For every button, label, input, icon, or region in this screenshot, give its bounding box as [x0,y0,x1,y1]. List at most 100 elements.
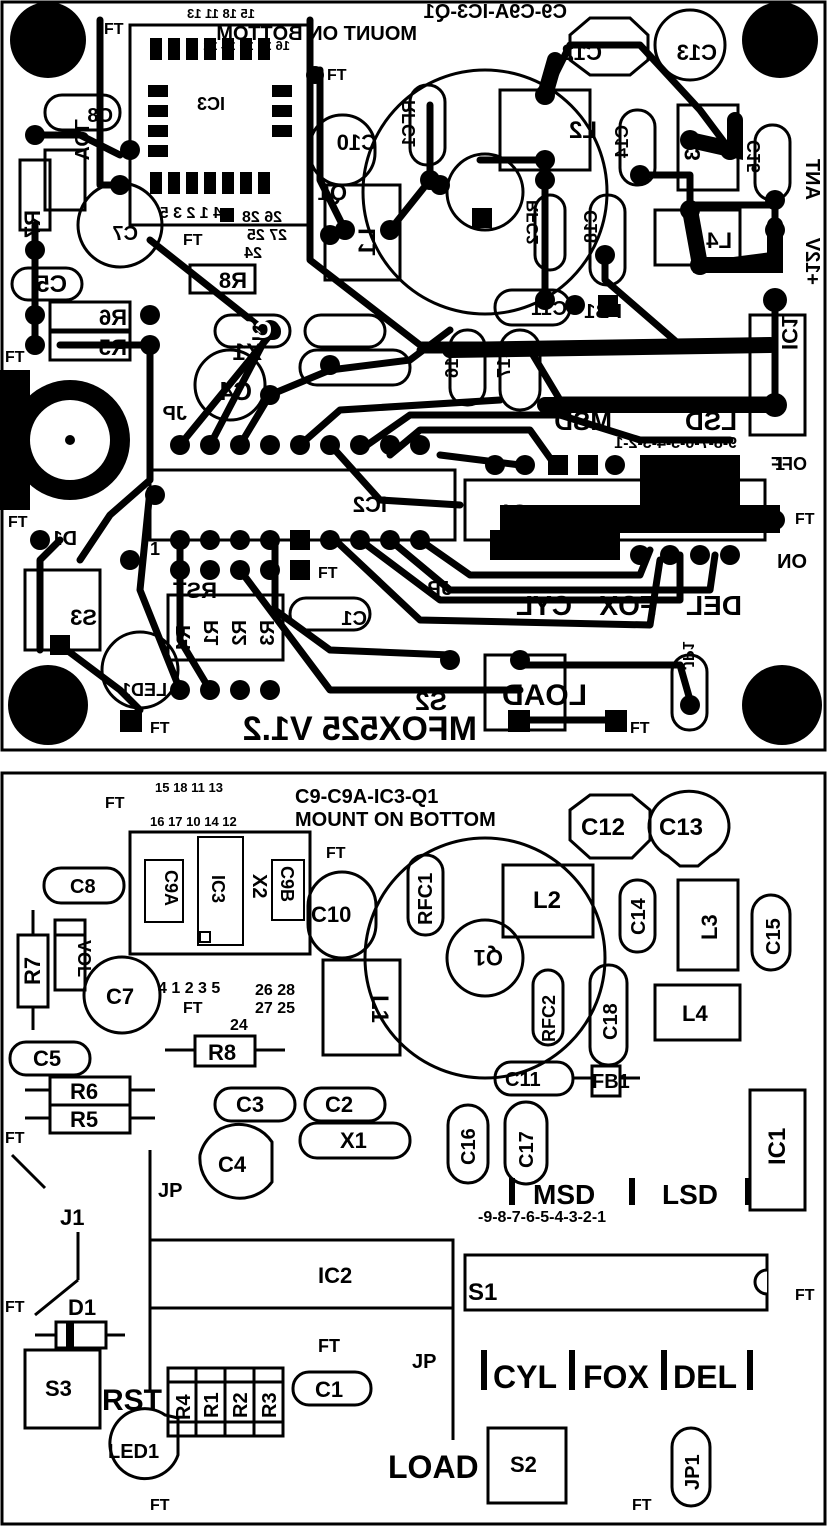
on-label-mirrored: ON [777,551,807,573]
pad [272,105,292,117]
rfc2-label-mirrored: RFC2 [523,200,542,244]
ic1-outline-copper [748,313,807,437]
off-label-mirrored: OFF [771,454,807,474]
fox-label-mirrored: FOX [599,590,657,621]
c5-outline [8,1040,92,1077]
ft-marker-4: FT [795,1287,815,1304]
resistor-bank: R4 R1 R2 R3 [166,1366,285,1438]
rst-label-mirrored: RST [172,578,217,603]
q1-body [445,918,525,998]
c15-outline [750,893,792,972]
c1-label: C1 [315,1377,343,1402]
c9a-label: C9A [161,870,181,906]
pad [320,530,340,550]
pad [680,130,700,150]
copper-board-outline [0,0,827,752]
c2-label: C2 [325,1092,353,1117]
rfc1-outline [406,853,445,937]
s1-label-mirrored: S1 [500,500,527,525]
pad [170,680,190,700]
ft-marker-copper-6: FT [318,565,338,582]
s3-outline [23,1348,102,1430]
c4-label: C4 [218,1152,247,1177]
ft-marker-3: FT [183,1000,203,1017]
c12-label: C12 [581,814,625,841]
pad [260,435,280,455]
c10-outline [306,870,378,960]
ic3-area-copper [128,23,312,227]
pins-b-label: 26 28 [255,982,295,999]
silk-board-outline [0,771,827,1526]
pad [220,208,234,222]
j1-line-top [10,1153,47,1190]
d1-label-mirrored: D1 [51,528,77,550]
pad [25,335,45,355]
r3-label-mirrored: R3 [257,620,279,646]
x1-outline [298,1121,412,1160]
q1-outline [363,836,607,1080]
c9b-label: C9B [277,866,297,902]
copper-pads [25,66,787,732]
pins-d-label: 24 [230,1017,248,1034]
pad [240,172,252,194]
pad [763,393,787,417]
l3-label: L3 [697,914,722,940]
header-pins-top-mirrored: 15 18 11 13 [187,6,255,21]
ic3-pin1-mark [199,931,211,943]
trace [316,66,349,234]
pad [535,290,555,310]
c5-label: C5 [33,1046,61,1071]
c5-label-mirrored: C5 [36,271,67,298]
d1-label: D1 [68,1295,96,1320]
c13-outline [647,789,731,868]
ft-marker-copper-3: FT [183,232,203,249]
j1-label: J1 [60,1205,84,1230]
s1-outline-copper [463,478,767,542]
pin-one-copper: 1 [150,539,160,559]
dip-numbers-mirrored: 9-8-7-6-5-4-3-2-1 [614,435,737,452]
c3-outline-copper [213,313,292,349]
pad [535,170,555,190]
ic3-label-mirrored: IC3 [197,94,225,114]
load-label-mirrored: LOAD [502,679,587,712]
c12-label-mirrored: C12 [562,40,602,65]
led1-outline [108,1407,180,1481]
jp-label-2: JP [412,1351,436,1373]
pad [578,455,598,475]
pad [186,38,198,60]
led1-outline-copper [100,630,180,710]
pad [230,530,250,550]
cyl-label-mirrored: CYL [516,590,572,621]
c12-outline [568,793,652,860]
pad [350,435,370,455]
fb1-label: FB1 [592,1071,630,1093]
mounting-hole-top-right [742,2,818,78]
msd-label-mirrored: MSD [554,406,612,436]
header-pins-top: 15 18 11 13 [155,780,223,795]
c7-outline [82,955,162,1035]
ic1-label: IC1 [764,1128,791,1165]
r6-label-mirrored: R6 [99,305,127,330]
pad [410,530,430,550]
pad [148,145,168,157]
ft-marker-2: FT [326,845,346,862]
pad [25,305,45,325]
pad [605,710,627,732]
pad [548,455,568,475]
r4-label-mirrored: R4 [173,625,195,651]
pins-d-mirrored: 24 [244,245,262,262]
pad [186,172,198,194]
l4-label: L4 [682,1001,708,1026]
pad [222,172,234,194]
jp1-label-mirrored: JP1 [679,641,696,670]
c13-label-mirrored: C13 [677,40,717,65]
r2-label-mirrored: R2 [229,620,251,646]
pad [200,435,220,455]
pad [200,530,220,550]
pad [290,530,310,550]
r1-label: R1 [201,1392,223,1418]
header-line1: C9-C9A-IC3-Q1 [295,786,438,808]
rfc1-outline-copper [408,83,447,167]
c10-label-mirrored: C10 [337,130,377,155]
pad [25,125,45,145]
